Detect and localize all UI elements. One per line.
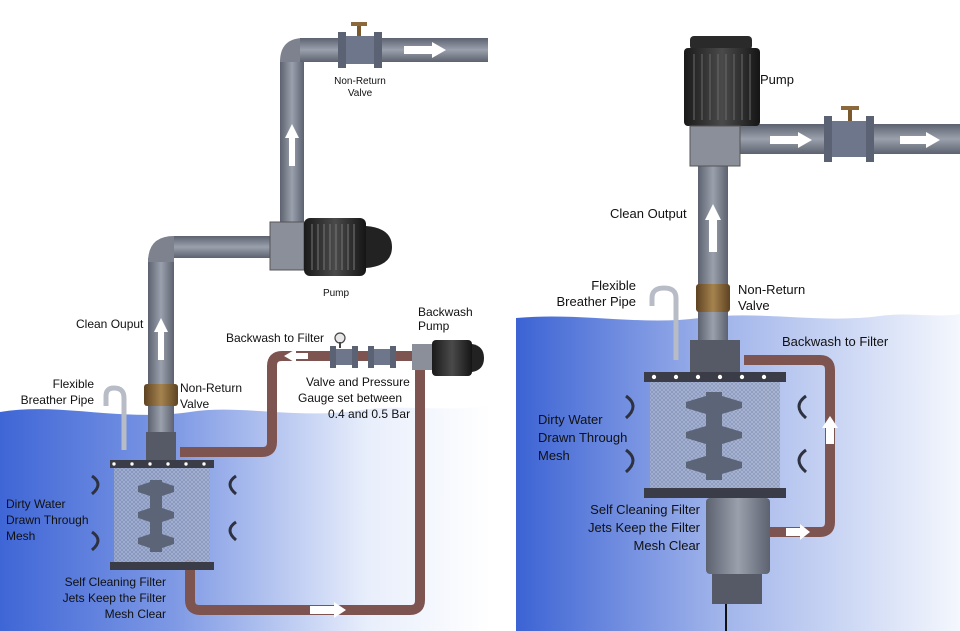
left-top-non-return-valve: [338, 22, 382, 68]
left-backwash-valve: [330, 332, 396, 368]
left-label-dirty-water-2: Drawn Through: [6, 513, 89, 527]
right-brass-valve: [696, 284, 730, 312]
left-label-nrv-mid-1: Non-Return: [180, 381, 242, 395]
right-breather-pipe: [649, 285, 679, 360]
right-panel: Pump Clean Output Flexible Breather Pipe…: [516, 36, 960, 631]
left-backwash-pump: [412, 340, 484, 376]
left-backwash-pipe: [180, 351, 430, 615]
left-clean-flow-arrow: [154, 318, 168, 360]
left-label-valve-gauge-1: Valve and Pressure: [306, 375, 410, 389]
left-label-dirty-water-1: Dirty Water: [6, 497, 66, 511]
right-label-clean-output: Clean Output: [610, 206, 687, 221]
right-label-breather-2: Breather Pipe: [557, 294, 637, 309]
left-label-valve-gauge-2: Gauge set between: [298, 391, 402, 405]
left-backwash-arrow-top: [284, 349, 308, 363]
left-label-self-cleaning-3: Mesh Clear: [105, 607, 166, 621]
right-label-pump: Pump: [760, 72, 794, 87]
left-label-self-cleaning-2: Jets Keep the Filter: [63, 591, 166, 605]
right-filter: [624, 340, 808, 631]
right-backwash-arrow-up: [822, 416, 838, 444]
right-label-breather-1: Flexible: [591, 278, 636, 293]
left-label-self-cleaning-1: Self Cleaning Filter: [65, 575, 166, 589]
left-label-pump: Pump: [323, 288, 350, 299]
left-panel: Non-Return Valve Pump Clean Ouput Backwa…: [0, 22, 490, 631]
left-label-backwash-pump-1: Backwash: [418, 305, 473, 319]
right-label-nrv-2: Valve: [738, 298, 770, 313]
right-label-dirty-water-1: Dirty Water: [538, 412, 603, 427]
left-label-breather-2: Breather Pipe: [21, 393, 95, 407]
left-label-nrv-top-2: Valve: [348, 88, 373, 99]
left-top-flow-arrow: [404, 42, 446, 58]
right-label-dirty-water-2: Drawn Through: [538, 430, 627, 445]
left-label-dirty-water-3: Mesh: [6, 529, 35, 543]
left-label-valve-gauge-3: 0.4 and 0.5 Bar: [328, 407, 410, 421]
right-label-nrv-1: Non-Return: [738, 282, 805, 297]
left-label-nrv-mid-2: Valve: [180, 397, 209, 411]
left-filter: [90, 432, 238, 570]
left-riser-flow-arrow: [285, 124, 299, 166]
right-backwash-pipe: [744, 355, 835, 537]
left-pump: [269, 218, 392, 276]
right-out-valve: [824, 106, 874, 162]
right-backwash-arrow-left: [786, 524, 810, 540]
left-backwash-arrow-bottom: [310, 602, 346, 618]
left-brass-valve: [144, 384, 178, 406]
right-label-dirty-water-3: Mesh: [538, 448, 570, 463]
left-breather-pipe: [103, 385, 127, 450]
right-label-self-cleaning-1: Self Cleaning Filter: [590, 502, 700, 517]
right-clean-pipe: [698, 160, 728, 350]
right-out-arrow-2: [900, 132, 940, 148]
left-riser-pipe: [280, 38, 488, 228]
right-label-self-cleaning-3: Mesh Clear: [634, 538, 701, 553]
left-label-backwash-pump-2: Pump: [418, 319, 450, 333]
right-pump: [684, 36, 760, 167]
right-out-arrow-1: [770, 132, 812, 148]
right-label-self-cleaning-2: Jets Keep the Filter: [588, 520, 701, 535]
right-label-backwash-to-filter: Backwash to Filter: [782, 334, 889, 349]
right-clean-arrow: [705, 204, 721, 252]
left-label-nrv-top-1: Non-Return: [334, 76, 386, 87]
left-label-clean-output: Clean Ouput: [76, 317, 144, 331]
left-label-breather-1: Flexible: [53, 377, 95, 391]
left-label-backwash-to-filter: Backwash to Filter: [226, 331, 324, 345]
